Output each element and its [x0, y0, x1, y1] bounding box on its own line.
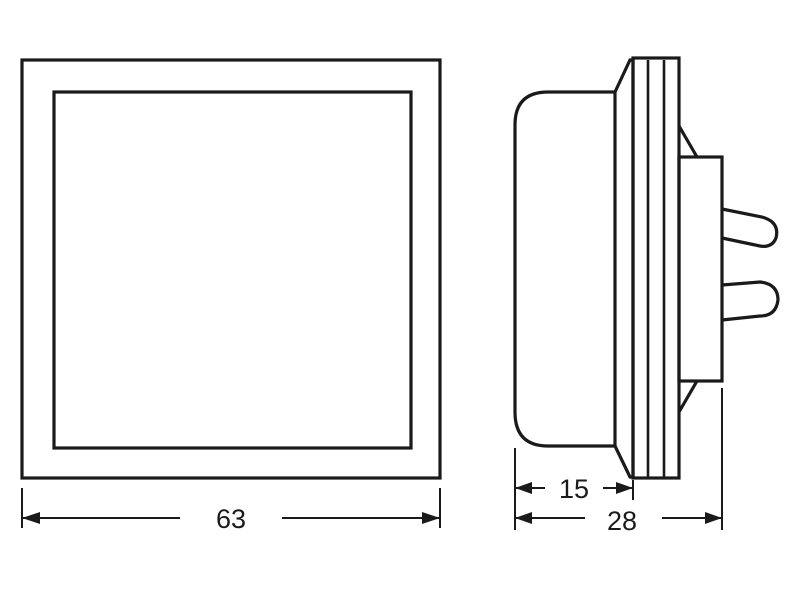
- dimension-label-15: 15: [559, 474, 589, 504]
- dimension-label-63: 63: [216, 504, 246, 534]
- side-frame-plate: [631, 56, 681, 480]
- front-plate-inner: [52, 90, 413, 450]
- claw-top: [677, 125, 699, 158]
- dimension-label-28: 28: [607, 506, 637, 536]
- body-depth-dimension: 15: [515, 474, 633, 504]
- arrowhead-15-left: [515, 482, 532, 494]
- arrowhead-28-left: [515, 512, 532, 524]
- side-flange: [613, 58, 635, 479]
- front-view: [20, 58, 442, 480]
- arrowhead-28-right: [705, 512, 722, 524]
- arrowhead-15-right: [616, 482, 633, 494]
- side-view: [513, 56, 780, 480]
- arrowhead-right: [422, 512, 440, 524]
- terminal-pin-upper: [721, 207, 779, 248]
- terminal-pin-lower: [721, 280, 780, 322]
- arrowhead-left: [22, 512, 40, 524]
- back-module: [677, 155, 724, 383]
- claw-bottom: [677, 380, 699, 413]
- side-body: [513, 90, 615, 448]
- front-frame-outer: [20, 58, 442, 480]
- total-depth-dimension: 28: [515, 506, 722, 536]
- front-width-dimension: 63: [21, 488, 441, 534]
